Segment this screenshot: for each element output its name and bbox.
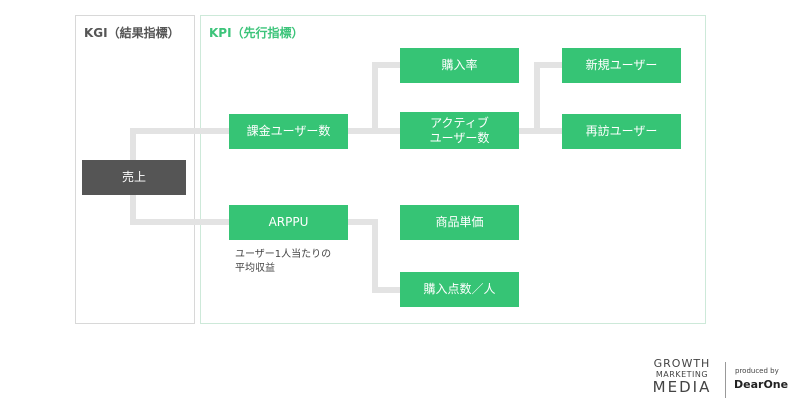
connector <box>372 62 402 68</box>
connector <box>372 62 378 134</box>
dearone-logo: DearOne <box>734 378 789 391</box>
connector <box>348 128 378 134</box>
arppu-note-line2: 平均収益 <box>235 263 275 274</box>
kgi-title: KGI（結果指標） <box>84 26 180 40</box>
connector <box>519 128 539 134</box>
node-new-users: 新規ユーザー <box>562 48 681 83</box>
connector <box>130 219 230 225</box>
connector <box>372 128 402 134</box>
logo-divider <box>725 362 726 398</box>
logo-line3: MEDIA <box>652 378 712 396</box>
node-returning-users: 再訪ユーザー <box>562 114 681 149</box>
connector <box>534 128 564 134</box>
node-unit-price: 商品単価 <box>400 205 519 240</box>
logo-line1: GROWTH <box>653 357 711 370</box>
arppu-note: ユーザー1人当たりの 平均収益 <box>235 248 331 276</box>
connector <box>372 219 378 293</box>
connector <box>534 62 564 68</box>
node-paying-users: 課金ユーザー数 <box>229 114 348 149</box>
kgi-panel: KGI（結果指標） <box>75 15 195 324</box>
connector <box>130 128 230 134</box>
kpi-title: KPI（先行指標） <box>209 26 304 40</box>
connector <box>348 219 378 225</box>
active-users-line2: ユーザー数 <box>429 130 490 145</box>
connector <box>534 62 540 134</box>
growth-marketing-media-logo: GROWTH MARKETING MEDIA <box>648 357 716 395</box>
node-sales: 売上 <box>82 160 186 195</box>
connector <box>372 287 402 293</box>
node-purchase-rate: 購入率 <box>400 48 519 83</box>
logo-line2: MARKETING <box>655 370 709 379</box>
kpi-panel: KPI（先行指標） <box>200 15 706 324</box>
node-active-users: アクティブ ユーザー数 <box>400 112 519 149</box>
node-arppu: ARPPU <box>229 205 348 240</box>
node-items-per-person: 購入点数／人 <box>400 272 519 307</box>
arppu-note-line1: ユーザー1人当たりの <box>235 249 332 260</box>
produced-by: produced by <box>735 367 779 375</box>
active-users-line1: アクティブ <box>430 115 489 130</box>
